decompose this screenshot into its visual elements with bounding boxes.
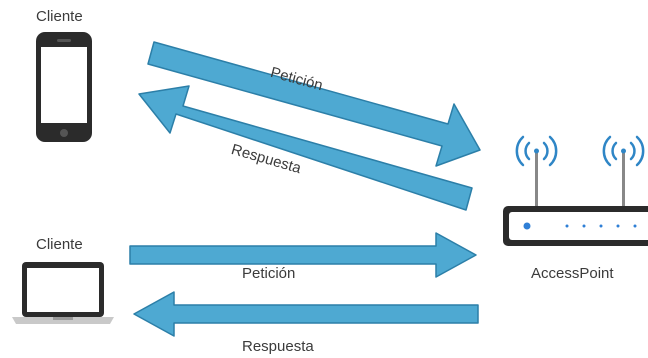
request-arrow-phone: [147, 41, 481, 167]
request-arrow-laptop: [129, 232, 477, 278]
request-label-laptop: Petición: [242, 265, 296, 282]
signal-icon: [515, 135, 558, 167]
laptop-client-label: Cliente: [36, 236, 83, 253]
signal-icon: [602, 135, 645, 167]
laptop-icon: [12, 262, 114, 324]
response-arrow-laptop: [133, 291, 479, 337]
phone-client-label: Cliente: [36, 8, 83, 25]
access-point-label: AccessPoint: [531, 265, 614, 282]
router-icon: [503, 152, 648, 246]
response-label-laptop: Respuesta: [242, 338, 314, 355]
response-arrow-phone: [138, 85, 473, 211]
smartphone-icon: [36, 32, 92, 142]
